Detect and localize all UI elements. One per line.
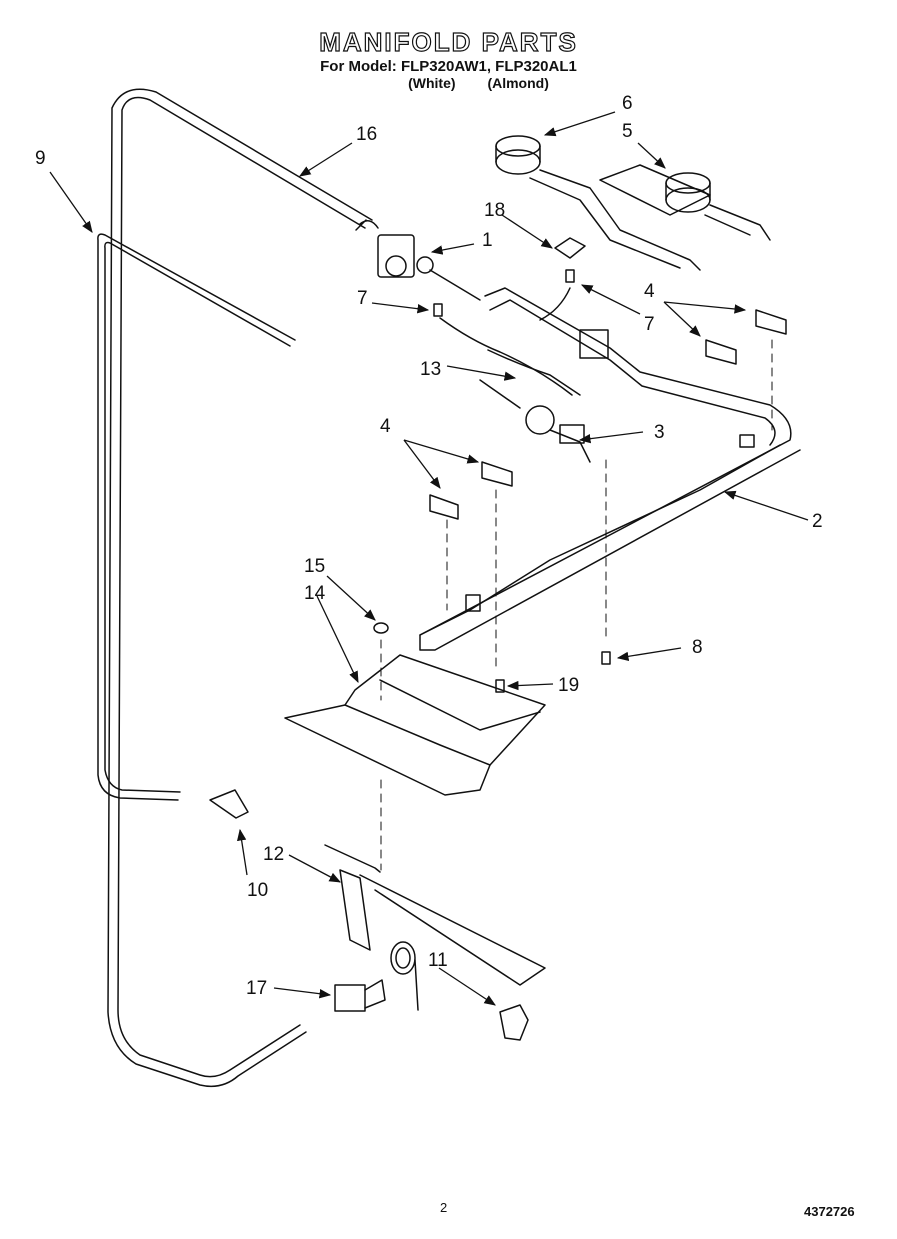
wires-part-13	[439, 287, 581, 396]
callout-4b: 4	[644, 281, 655, 302]
coil-spring	[390, 941, 419, 1011]
oven-burner-part-12	[324, 844, 546, 986]
callout-18: 18	[484, 200, 505, 221]
manifold-pipe	[419, 269, 801, 651]
page-number: 2	[440, 1200, 448, 1215]
page-title: MANIFOLD PARTS	[319, 27, 578, 57]
diagram-header: MANIFOLD PARTS For Model: FLP320AW1, FLP…	[0, 27, 897, 91]
callout-7b: 7	[644, 314, 655, 335]
callout-16: 16	[356, 124, 377, 145]
leader-arrows	[49, 111, 809, 1006]
valve-part-17	[334, 979, 386, 1012]
callout-19: 19	[558, 675, 579, 696]
callout-labels: 1 2 3 4 4 5 6 7 7 8 9 10 11 12 13 14 15 …	[35, 93, 823, 999]
document-code: 4372726	[804, 1204, 855, 1219]
callout-14: 14	[304, 583, 326, 604]
callout-10: 10	[247, 880, 268, 901]
callout-2: 2	[812, 511, 823, 532]
callout-5: 5	[622, 121, 633, 142]
color-white: (White)	[408, 75, 456, 91]
bracket-part-18	[554, 237, 586, 259]
heat-shield-part-14	[284, 654, 546, 796]
callout-9: 9	[35, 148, 46, 169]
burner-part-5	[599, 164, 771, 241]
callout-15: 15	[304, 556, 325, 577]
gas-supply-tube	[107, 88, 373, 1088]
alignment-lines	[380, 339, 773, 871]
nut-part-15	[373, 622, 389, 634]
color-almond: (Almond)	[487, 75, 549, 91]
callout-3: 3	[654, 422, 665, 443]
callout-7a: 7	[357, 288, 368, 309]
orifices-part-4	[429, 309, 787, 520]
callout-17: 17	[246, 978, 267, 999]
burner-part-6	[495, 135, 701, 271]
callout-1: 1	[482, 230, 493, 251]
callout-8: 8	[692, 637, 703, 658]
callout-4a: 4	[380, 416, 391, 437]
color-line: (White) (Almond)	[0, 75, 897, 91]
bracket-part-11	[499, 1004, 529, 1041]
regulator-part-3	[479, 379, 591, 463]
callout-13: 13	[420, 359, 441, 380]
valve-part-1	[355, 219, 434, 278]
screws-part-7	[433, 269, 575, 317]
callout-11: 11	[428, 950, 448, 971]
clip-part-10	[209, 789, 249, 819]
screws-part-8-19	[495, 651, 611, 693]
callout-12: 12	[263, 844, 284, 865]
thermocouple-line	[97, 233, 296, 801]
model-line: For Model: FLP320AW1, FLP320AL1	[320, 58, 577, 75]
callout-6: 6	[622, 93, 633, 114]
